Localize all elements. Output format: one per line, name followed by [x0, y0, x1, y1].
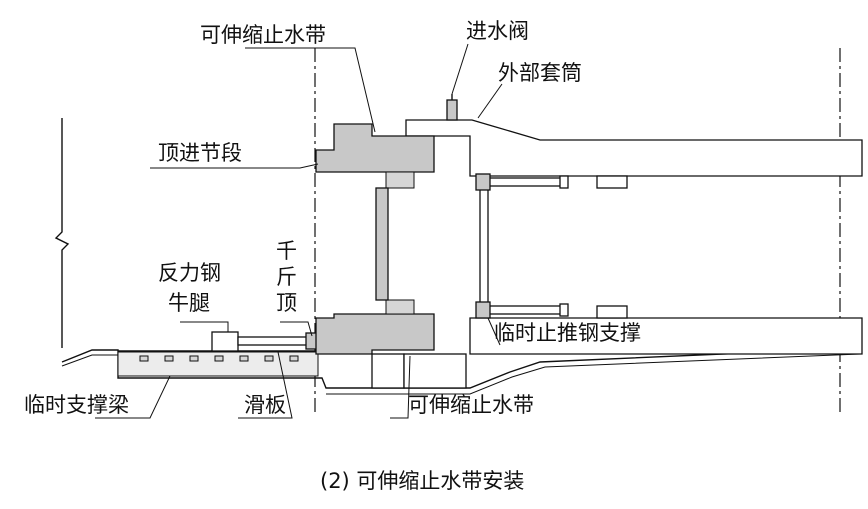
- label-reaction-bracket-2: 牛腿: [168, 291, 210, 315]
- reaction-bracket: [211, 331, 239, 352]
- inlet-valve: [446, 99, 458, 121]
- label-reaction-bracket-1: 反力钢: [158, 261, 221, 285]
- brace-top-plate: [475, 173, 491, 191]
- leader-stop-brace: [487, 317, 501, 346]
- base-block-2: [403, 353, 467, 389]
- outer-sleeve-bottom: [469, 317, 863, 355]
- label-jack-3: 顶: [276, 291, 297, 315]
- label-slide-plate: 滑板: [244, 393, 286, 417]
- label-waterstop-top: 可伸缩止水带: [200, 23, 326, 47]
- label-jacking-segment: 顶进节段: [158, 141, 242, 165]
- label-inlet-valve: 进水阀: [466, 19, 529, 43]
- segment-insert-top: [385, 171, 415, 189]
- leader-slide-plate: [238, 351, 293, 419]
- label-waterstop-bottom: 可伸缩止水带: [408, 393, 534, 417]
- leader-jack: [280, 321, 313, 337]
- hydraulic-jack: [237, 336, 309, 346]
- leader-support-beam: [95, 375, 171, 419]
- sleeve-block-1: [596, 175, 628, 189]
- outer-sleeve-top: [405, 119, 863, 177]
- leader-waterstop-top: [245, 47, 376, 133]
- label-jack-2: 斤: [276, 265, 297, 289]
- label-stop-brace: 临时止推钢支撑: [494, 321, 641, 345]
- segment-wall: [375, 187, 389, 301]
- sleeve-block-2: [596, 305, 628, 319]
- figure-caption: (2) 可伸缩止水带安装: [320, 469, 524, 493]
- stop-brace-bottom-arm: [479, 305, 563, 315]
- jacking-segment-top: [315, 123, 435, 173]
- ground-hatch: [326, 353, 861, 395]
- leader-reaction-bracket: [180, 321, 229, 332]
- beam-bolts: [139, 355, 299, 362]
- brace-bottom-plate: [475, 301, 491, 319]
- label-jack-1: 千: [276, 239, 297, 263]
- base-block: [371, 353, 405, 389]
- segment-insert-bottom: [385, 299, 415, 315]
- ground-line: [61, 347, 861, 389]
- stop-brace-top-arm: [479, 177, 563, 187]
- leader-inlet-valve: [451, 43, 469, 95]
- brace-top-end: [559, 175, 569, 189]
- label-outer-sleeve: 外部套筒: [498, 61, 582, 85]
- label-support-beam: 临时支撑梁: [24, 393, 129, 417]
- ground-line-inner: [61, 354, 118, 367]
- stop-brace-post: [479, 185, 489, 307]
- leader-jacking-segment: [150, 163, 319, 169]
- leader-waterstop-bottom: [390, 355, 411, 419]
- leader-outer-sleeve: [477, 83, 503, 119]
- left-wall-line: [54, 118, 70, 348]
- brace-bottom-end: [559, 303, 569, 317]
- jacking-segment-bottom: [315, 313, 435, 355]
